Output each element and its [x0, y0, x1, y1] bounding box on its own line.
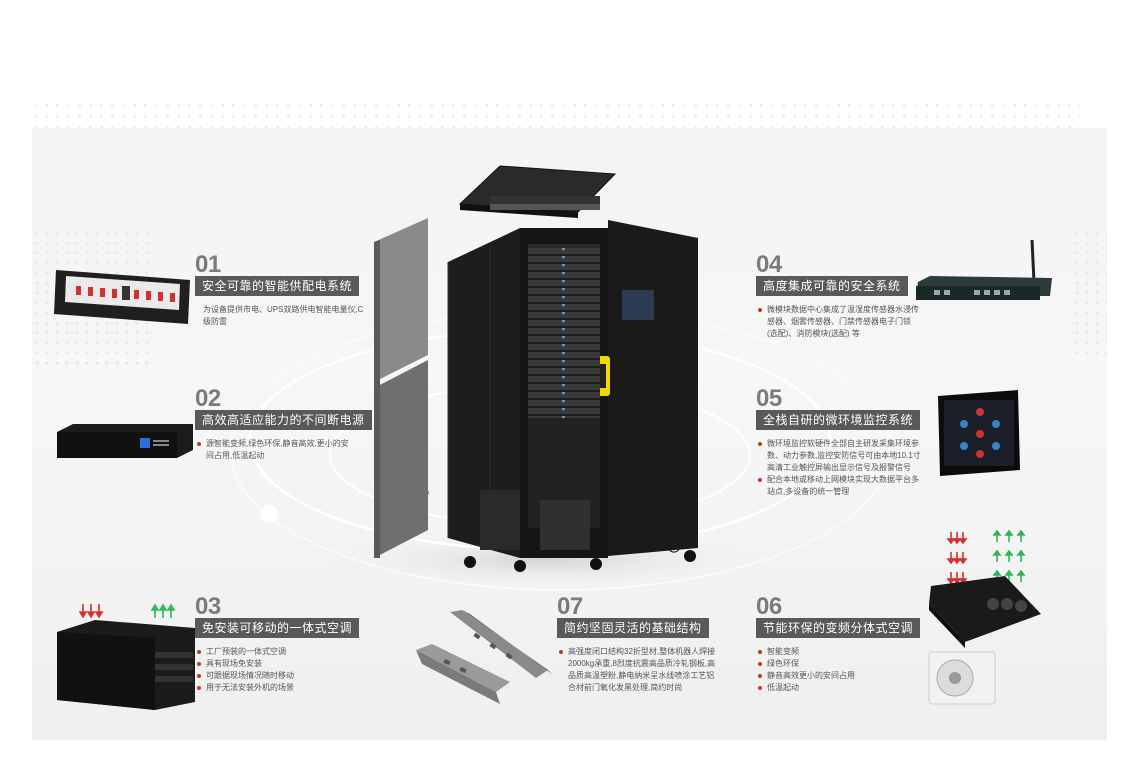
feature-desc-line: 微模块数据中心集成了温湿度传感器水浸传感器、烟雾传感器、门禁传感器电子门锁(选配…	[756, 304, 921, 340]
gateway-product-image	[916, 239, 1052, 300]
feature-desc-line: 为设备提供市电、UPS双路供电智能电量仪,C级防雷	[203, 305, 364, 326]
feature-title: 高度集成可靠的安全系统	[756, 276, 908, 296]
feature-title: 安全可靠的智能供配电系统	[195, 276, 360, 296]
feature-05: 05 全栈自研的微环境监控系统 微环境监控软硬件全部自主研发采集环境参数、动力参…	[756, 385, 921, 498]
feature-desc-line: 低温起动	[756, 682, 916, 694]
feature-desc-line: 高强度闭口结构32折型材,整体机器人焊接2000kg承重,8烈度抗震高品质冷轧钢…	[557, 646, 719, 694]
server-indicator-strip	[562, 248, 565, 418]
ups-product-image	[57, 424, 193, 458]
feature-title: 全栈自研的微环境监控系统	[756, 410, 921, 430]
feature-number: 07	[557, 593, 583, 620]
feature-desc-line: 微环境监控软硬件全部自主研发采集环境参数、动力参数,监控安防信号可由本地10.1…	[756, 438, 921, 474]
feature-title: 简约坚固灵活的基础结构	[557, 618, 709, 638]
feature-title: 节能环保的变频分体式空调	[756, 618, 921, 638]
feature-number: 02	[195, 385, 221, 412]
feature-desc-line: 智能变频	[756, 646, 916, 658]
feature-number: 04	[756, 251, 782, 278]
split-ac-product-image	[928, 529, 1041, 705]
feature-desc-line: 工厂预装的一体式空调	[195, 646, 365, 658]
feature-desc-line: 配合本地或移动上网模块实现大数据平台多站点,多设备的统一管理	[756, 474, 921, 498]
feature-description: 源智能变频,绿色环保,静音高效,更小的安间占用,低温起动	[195, 438, 355, 462]
feature-desc-line: 具有现场免安装	[195, 658, 365, 670]
feature-description: 为设备提供市电、UPS双路供电智能电量仪,C级防雷	[195, 304, 370, 328]
feature-06: 06 节能环保的变频分体式空调 智能变频 绿色环保 静音高效更小的安间占用 低温…	[756, 593, 921, 694]
pdu-product-image	[54, 270, 190, 324]
feature-07: 07 简约坚固灵活的基础结构 高强度闭口结构32折型材,整体机器人焊接2000k…	[557, 593, 719, 694]
feature-04: 04 高度集成可靠的安全系统 微模块数据中心集成了温湿度传感器水浸传感器、烟雾传…	[756, 251, 921, 340]
feature-title: 高效高适应能力的不间断电源	[195, 410, 372, 430]
feature-desc-line: 可跟据现场情况随时移动	[195, 670, 365, 682]
dot-pattern-top	[30, 100, 1080, 128]
feature-description: 智能变频 绿色环保 静音高效更小的安间占用 低温起动	[756, 646, 916, 694]
feature-description: 高强度闭口结构32折型材,整体机器人焊接2000kg承重,8烈度抗震高品质冷轧钢…	[557, 646, 719, 694]
feature-number: 01	[195, 251, 221, 278]
feature-number: 03	[195, 593, 221, 620]
feature-number: 06	[756, 593, 782, 620]
feature-01: 01 安全可靠的智能供配电系统 为设备提供市电、UPS双路供电智能电量仪,C级防…	[195, 251, 370, 328]
feature-03: 03 免安装可移动的一体式空调 工厂预装的一体式空调 具有现场免安装 可跟据现场…	[195, 593, 365, 694]
feature-02: 02 高效高适应能力的不间断电源 源智能变频,绿色环保,静音高效,更小的安间占用…	[195, 385, 372, 462]
monitor-screen-product-image	[938, 390, 1020, 476]
feature-desc-line: 绿色环保	[756, 658, 916, 670]
feature-desc-line: 静音高效更小的安间占用	[756, 670, 916, 682]
feature-description: 微环境监控软硬件全部自主研发采集环境参数、动力参数,监控安防信号可由本地10.1…	[756, 438, 921, 498]
feature-number: 05	[756, 385, 782, 412]
feature-description: 微模块数据中心集成了温湿度传感器水浸传感器、烟雾传感器、门禁传感器电子门锁(选配…	[756, 304, 921, 340]
feature-description: 工厂预装的一体式空调 具有现场免安装 可跟据现场情况随时移动 用于无法安装外机的…	[195, 646, 365, 694]
portable-ac-product-image	[57, 603, 195, 710]
feature-desc-line: 源智能变频,绿色环保,静音高效,更小的安间占用,低温起动	[195, 438, 355, 462]
feature-title: 免安装可移动的一体式空调	[195, 618, 360, 638]
dot-pattern-right	[1072, 228, 1107, 358]
steel-profile-product-image	[416, 610, 552, 704]
feature-desc-line: 用于无法安装外机的场景	[195, 682, 365, 694]
